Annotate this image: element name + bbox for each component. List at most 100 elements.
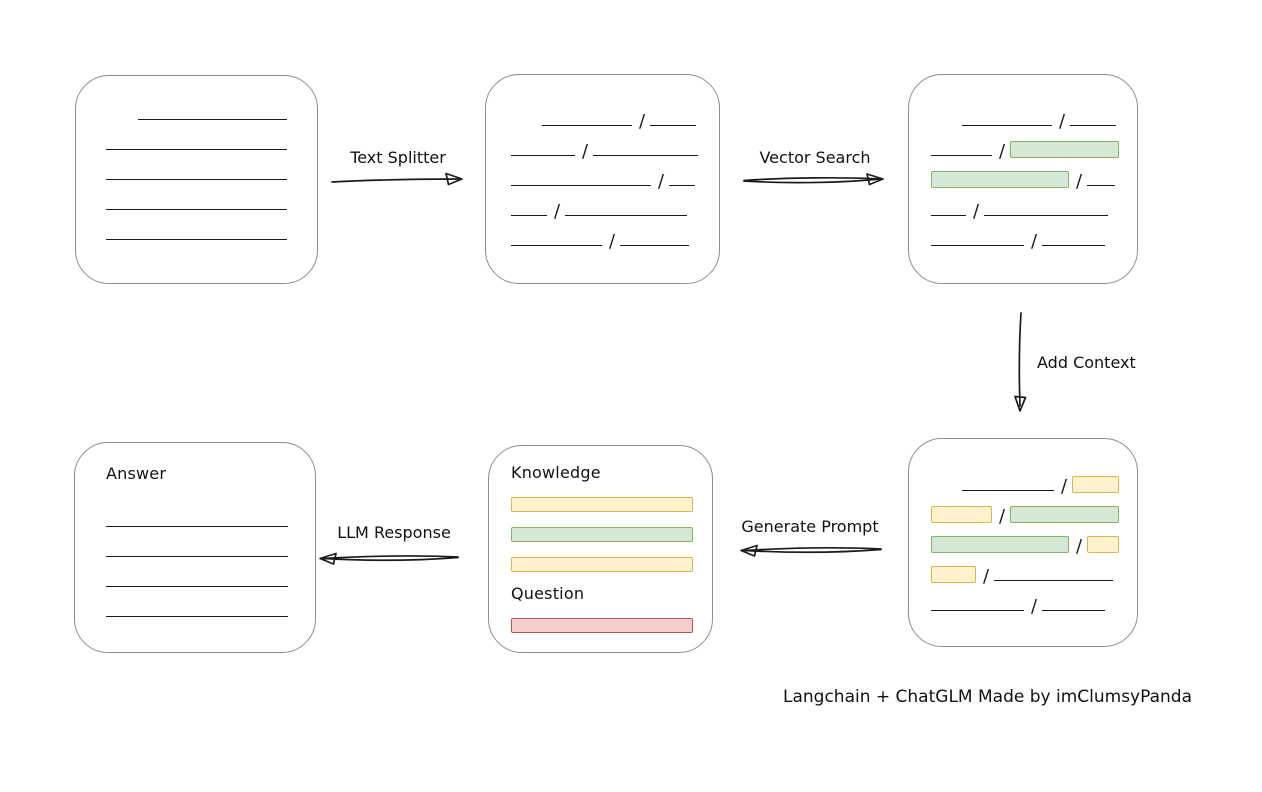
segment-row bbox=[106, 529, 315, 559]
node-search-results: / / / / / bbox=[908, 74, 1138, 284]
text-line bbox=[962, 125, 1052, 126]
slash-separator: / bbox=[1059, 111, 1066, 132]
highlight-chip-green bbox=[1010, 141, 1120, 158]
question-bars bbox=[511, 618, 712, 633]
text-line bbox=[106, 586, 288, 587]
segment-row: / bbox=[931, 98, 1137, 132]
yellow-bar bbox=[511, 557, 693, 572]
text-line bbox=[994, 580, 1114, 581]
text-line bbox=[511, 155, 575, 156]
segment-row bbox=[106, 589, 315, 619]
text-line bbox=[593, 155, 699, 156]
red-bar bbox=[511, 618, 693, 633]
segment-row bbox=[106, 122, 317, 152]
text-line bbox=[138, 119, 287, 120]
segment-row: / bbox=[931, 188, 1137, 222]
segment-row: / bbox=[931, 463, 1137, 497]
node-source-document bbox=[75, 75, 318, 284]
text-line bbox=[106, 526, 288, 527]
text-line bbox=[931, 245, 1024, 246]
segment-row bbox=[106, 92, 317, 122]
text-line bbox=[620, 245, 690, 246]
indent-gap bbox=[106, 121, 138, 122]
segment-row bbox=[106, 212, 317, 242]
text-line bbox=[565, 215, 688, 216]
segment-row: / bbox=[931, 553, 1137, 587]
highlight-chip-yellow bbox=[1087, 536, 1120, 553]
text-line bbox=[106, 556, 288, 557]
add-context-arrow-label: Add Context bbox=[1037, 353, 1136, 372]
segment-row: / bbox=[931, 158, 1137, 192]
indent-gap bbox=[511, 127, 542, 128]
yellow-bar bbox=[511, 497, 693, 512]
segment-row bbox=[106, 152, 317, 182]
slash-separator: / bbox=[1031, 231, 1038, 252]
highlight-chip-green bbox=[931, 536, 1069, 553]
text-line bbox=[511, 185, 651, 186]
answer-heading: Answer bbox=[106, 464, 167, 483]
text-line bbox=[1042, 610, 1106, 611]
text-line bbox=[511, 245, 602, 246]
slash-separator: / bbox=[999, 141, 1006, 162]
slash-separator: / bbox=[983, 566, 990, 587]
text-line bbox=[1070, 125, 1117, 126]
segment-row: / bbox=[511, 158, 719, 192]
llm-response-arrow bbox=[319, 552, 459, 565]
green-bar bbox=[511, 527, 693, 542]
segment-row: / bbox=[511, 128, 719, 162]
highlight-chip-yellow bbox=[1072, 476, 1120, 493]
segment-row: / bbox=[511, 218, 719, 252]
credit-text: Langchain + ChatGLM Made by imClumsyPand… bbox=[783, 687, 1192, 707]
segment-row: / bbox=[931, 523, 1137, 556]
knowledge-heading: Knowledge bbox=[511, 463, 601, 482]
segment-row: / bbox=[931, 128, 1137, 162]
text-line bbox=[511, 215, 547, 216]
indent-gap bbox=[931, 492, 962, 493]
segment-row bbox=[106, 499, 315, 529]
segment-row: / bbox=[931, 583, 1137, 617]
highlight-chip-yellow bbox=[931, 506, 992, 523]
slash-separator: / bbox=[658, 171, 665, 192]
text-line bbox=[542, 125, 632, 126]
text-line bbox=[106, 616, 288, 617]
vector-search-arrow-label: Vector Search bbox=[759, 148, 871, 167]
text-line bbox=[931, 155, 992, 156]
generate-prompt-arrow-label: Generate Prompt bbox=[741, 517, 879, 536]
text-line bbox=[669, 185, 696, 186]
node-context-chunks: ///// bbox=[908, 438, 1138, 647]
slash-separator: / bbox=[609, 231, 616, 252]
node-prompt: Knowledge Question bbox=[488, 445, 713, 653]
segment-row: / bbox=[931, 493, 1137, 527]
text-line bbox=[1042, 245, 1106, 246]
segment-row bbox=[106, 182, 317, 212]
segment-row: / bbox=[511, 188, 719, 222]
highlight-chip-green bbox=[931, 171, 1069, 188]
segment-row: / bbox=[931, 218, 1137, 252]
text-line bbox=[962, 490, 1054, 491]
vector-search-arrow bbox=[743, 173, 884, 186]
slash-separator: / bbox=[999, 506, 1006, 527]
text-line bbox=[1087, 185, 1116, 186]
generate-prompt-arrow bbox=[740, 544, 882, 557]
highlight-chip-green bbox=[1010, 506, 1120, 523]
text-line bbox=[931, 610, 1024, 611]
slash-separator: / bbox=[554, 201, 561, 222]
slash-separator: / bbox=[582, 141, 589, 162]
indent-gap bbox=[931, 127, 962, 128]
slash-separator: / bbox=[1031, 596, 1038, 617]
text-line bbox=[106, 149, 287, 150]
question-heading: Question bbox=[511, 584, 585, 603]
answer-lines bbox=[106, 499, 315, 619]
text-splitter-arrow-label: Text Splitter bbox=[350, 148, 446, 167]
slash-separator: / bbox=[1076, 171, 1083, 192]
node-answer: Answer bbox=[74, 442, 316, 653]
highlight-chip-yellow bbox=[931, 566, 976, 583]
slash-separator: / bbox=[639, 111, 646, 132]
slash-separator: / bbox=[1061, 476, 1068, 497]
segment-row: / bbox=[511, 98, 719, 132]
llm-response-arrow-label: LLM Response bbox=[337, 523, 451, 542]
segment-row bbox=[106, 559, 315, 589]
slash-separator: / bbox=[973, 201, 980, 222]
text-line bbox=[650, 125, 697, 126]
